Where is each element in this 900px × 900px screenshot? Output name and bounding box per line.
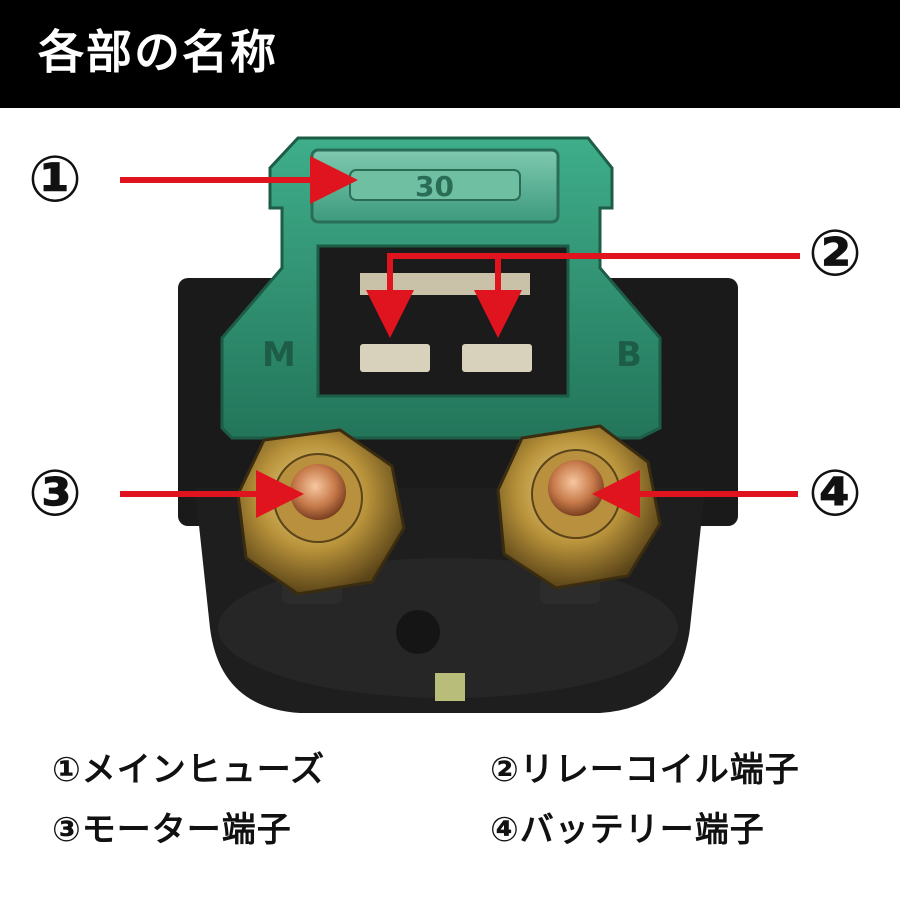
connector-mark-b: B [616,335,642,375]
callout-arrows [120,156,800,518]
callout-2: ② [808,217,863,291]
callout-1: ① [28,143,83,217]
starter-relay-photo: M B 30 [120,136,800,713]
main-fuse: 30 [310,148,560,224]
legend-item-3: ③モーター端子 [52,810,292,850]
fuse-rating: 30 [415,170,454,203]
coil-terminals [360,273,532,372]
connector-mark-m: M [262,335,296,375]
callout-3: ③ [28,457,83,531]
callout-4: ④ [808,457,863,531]
header-bar: 各部の名称 [0,0,900,108]
legend-item-1: ①メインヒューズ [52,750,326,790]
legend-item-4: ④バッテリー端子 [490,810,765,850]
arrow-coil-left [366,253,800,338]
page-title: 各部の名称 [38,25,278,79]
legend-item-2: ②リレーコイル端子 [490,750,800,790]
